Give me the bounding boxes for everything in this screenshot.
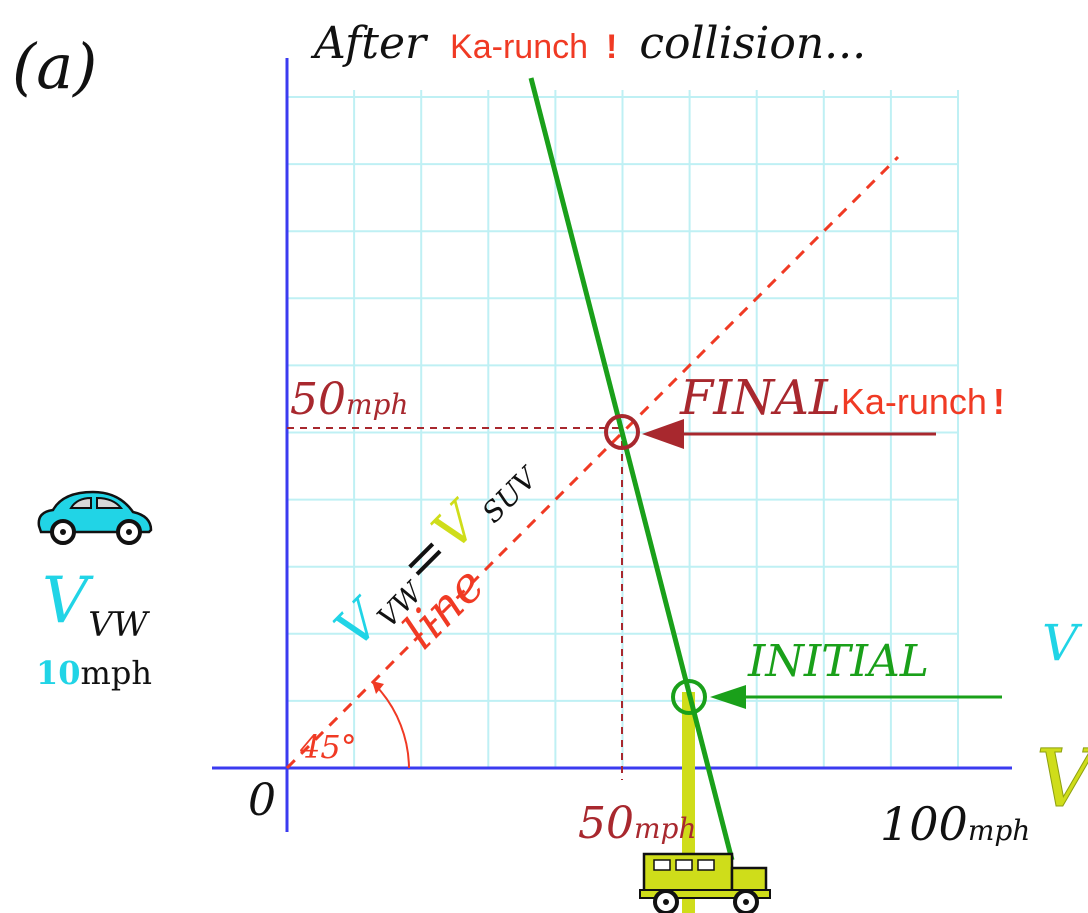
- final-label: FINALKa-runch!: [679, 370, 1005, 426]
- left-speed-label: 10mph: [36, 654, 152, 692]
- final-highlight: Ka-runch: [841, 381, 987, 422]
- title-suffix: collision...: [639, 18, 866, 69]
- left-speed-unit: mph: [81, 654, 152, 692]
- final-bang: !: [993, 381, 1005, 422]
- angle-label: 45°: [299, 728, 357, 766]
- title-bang: !: [606, 28, 617, 66]
- vw-car-icon: [37, 490, 153, 545]
- left-vw-velocity-label: VVW: [42, 564, 151, 645]
- eq-rhs-subscript: SUV: [476, 459, 546, 529]
- suv-truck-icon: [639, 852, 771, 913]
- figure-title: After Ka-runch ! collision...: [310, 18, 866, 69]
- momentum-conservation-line: [528, 77, 735, 861]
- panel-label: (a): [12, 30, 97, 103]
- left-speed-number: 10: [36, 654, 81, 692]
- equal-velocity-diagonal: [285, 155, 900, 770]
- y-mid-number: 50: [290, 374, 346, 425]
- angle-arc-arrowhead: [372, 681, 384, 694]
- x-end-number: 100: [880, 797, 968, 851]
- final-word: FINAL: [679, 370, 841, 426]
- left-v-subscript: VW: [88, 605, 151, 645]
- x-axis-end-label: 100mph: [880, 797, 1030, 851]
- angle-arc: [377, 687, 410, 769]
- x-mid-unit: mph: [634, 812, 697, 845]
- x-axis-mid-label: 50mph: [578, 798, 697, 849]
- title-prefix: After: [310, 18, 429, 69]
- final-point-marker: [604, 414, 640, 450]
- x-mid-number: 50: [578, 798, 634, 849]
- origin-label: 0: [248, 775, 276, 826]
- x-end-unit: mph: [968, 814, 1031, 847]
- y-axis-mid-label: 50mph: [290, 374, 409, 425]
- right-vsuv-symbol: V: [1036, 732, 1088, 825]
- equal-velocity-label: VVW=VSUV line: [324, 459, 546, 659]
- y-mid-unit: mph: [346, 388, 409, 421]
- left-v-symbol: V: [42, 564, 94, 638]
- initial-label: INITIAL: [747, 636, 929, 687]
- final-arrow-head: [642, 419, 684, 449]
- initial-point-marker: [671, 679, 707, 715]
- initial-arrow-head: [710, 685, 746, 709]
- right-vw-symbol: V: [1042, 614, 1083, 672]
- title-highlight: Ka-runch: [450, 28, 588, 66]
